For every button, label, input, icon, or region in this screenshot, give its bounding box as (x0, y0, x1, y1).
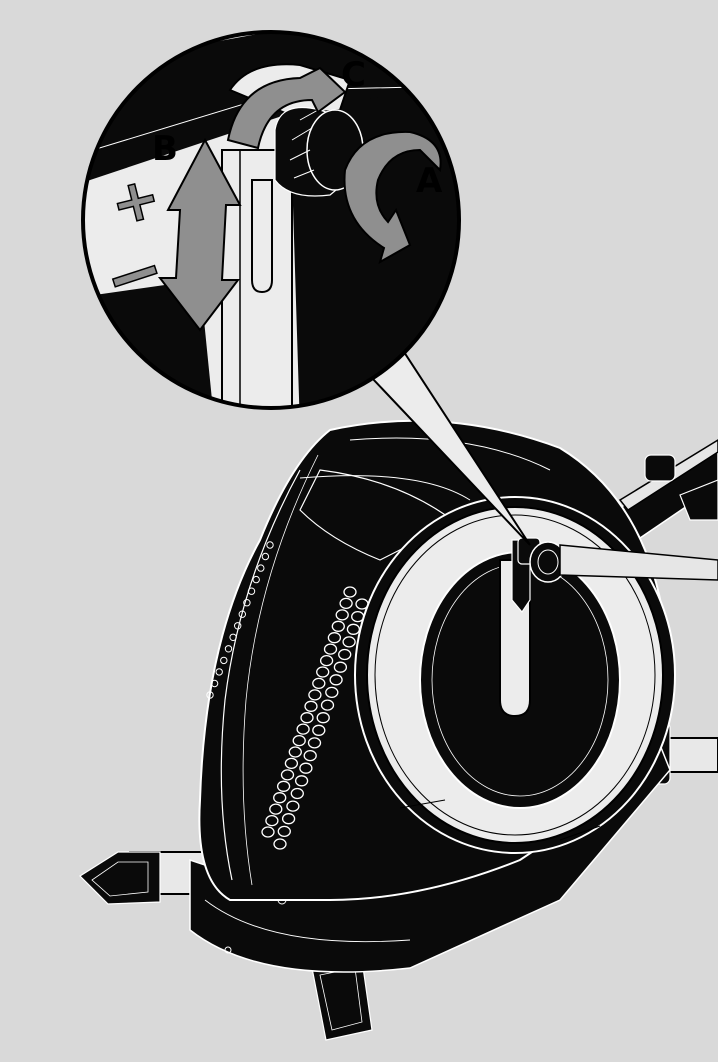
vent-hole (333, 661, 348, 673)
vent-hole (273, 838, 287, 850)
zoom-circle-border (81, 30, 461, 410)
edge-hole (247, 587, 256, 595)
edge-hole (266, 541, 274, 549)
vent-hole (292, 734, 306, 747)
vent-hole (339, 597, 353, 610)
edge-holes (206, 541, 274, 699)
edge-hole (220, 656, 228, 665)
vent-hole (325, 686, 339, 699)
vent-hole (281, 813, 296, 825)
vent-hole (335, 609, 349, 621)
label-a: A (416, 161, 443, 201)
vent-hole (304, 700, 318, 712)
vent-hole (312, 677, 326, 690)
vent-hole (280, 769, 295, 781)
edge-hole (206, 691, 214, 699)
label-b: B (152, 129, 178, 169)
base-plate (189, 718, 671, 973)
vent-hole (286, 800, 300, 812)
ventilation-holes (261, 586, 369, 850)
vent-hole (327, 632, 342, 644)
arrow-a (343, 130, 442, 265)
vent-hole (316, 666, 330, 678)
vent-hole (342, 636, 356, 648)
edge-hole (261, 552, 270, 561)
vent-hole (277, 825, 291, 838)
vent-hole (312, 724, 326, 736)
vent-hole (303, 749, 317, 762)
vent-hole (323, 643, 338, 655)
zoom-detail: + − B C A (81, 30, 461, 410)
vent-hole (307, 737, 322, 749)
vent-hole (284, 757, 299, 770)
edge-hole (224, 645, 233, 653)
vent-hole (343, 586, 357, 598)
vent-hole (320, 699, 335, 711)
vent-hole (288, 746, 302, 758)
arrow-c (226, 66, 347, 150)
edge-hole (257, 564, 265, 572)
vent-hole (296, 723, 310, 735)
edge-hole (229, 633, 237, 641)
zoom-knob (274, 106, 364, 197)
vent-hole (269, 803, 283, 815)
edge-hole (210, 679, 219, 688)
vent-hole (319, 654, 334, 667)
edge-hole (234, 622, 242, 630)
vent-hole (265, 814, 279, 827)
edge-hole (243, 599, 251, 607)
label-c: C (341, 55, 366, 95)
edge-hole (215, 668, 223, 676)
trainer-body (79, 419, 718, 1041)
vent-hole (308, 689, 322, 701)
vent-hole (299, 762, 313, 774)
vent-hole (316, 712, 330, 724)
vent-hole (261, 826, 275, 838)
vent-hole (338, 648, 352, 661)
arrow-b (157, 137, 242, 332)
vent-hole (329, 674, 343, 686)
edge-hole (238, 610, 247, 618)
vent-hole (273, 792, 287, 804)
vent-hole (290, 787, 304, 800)
vent-hole (294, 775, 309, 787)
vent-hole (276, 780, 291, 792)
edge-hole (252, 575, 260, 584)
vent-hole (300, 712, 314, 724)
vent-hole (331, 620, 345, 632)
